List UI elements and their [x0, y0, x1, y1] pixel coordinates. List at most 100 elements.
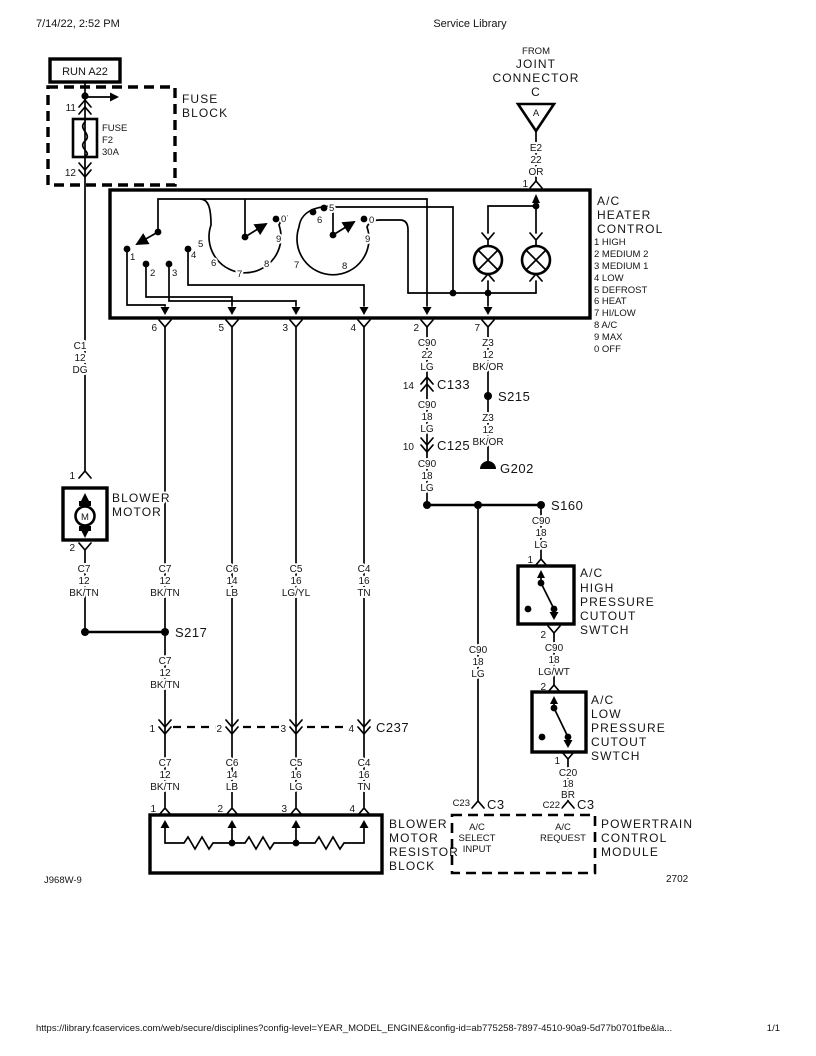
wire-label: LG	[471, 669, 485, 680]
wire-label: LG/WT	[538, 667, 570, 678]
junction-dot	[228, 839, 236, 847]
wire-label: LG	[420, 362, 434, 373]
pin-number: 12	[65, 168, 77, 179]
fan-contact-wires	[126, 251, 365, 307]
component-name: HEATER	[597, 208, 651, 222]
wire-label: 18	[472, 657, 484, 668]
pin-number: 4	[348, 724, 354, 735]
contact-dot	[550, 605, 558, 613]
wire-label: LG	[420, 424, 434, 435]
wire-label: C7	[159, 564, 172, 575]
legend-item: 7 HI/LOW	[594, 308, 636, 319]
pin-number: 10	[403, 442, 415, 453]
pin-number: 14	[403, 381, 415, 392]
wire-label: 12	[74, 353, 86, 364]
pin-arrow-icon	[359, 307, 369, 315]
pin-arrow-icon	[81, 530, 89, 538]
lamp-terminals	[481, 232, 495, 294]
contact-dot	[320, 204, 328, 212]
wire-label: LB	[226, 782, 239, 793]
contact-dot	[360, 215, 368, 223]
pin-number: 1	[149, 724, 155, 735]
fuse-block-outline	[46, 85, 177, 187]
wire-label: 22	[530, 155, 542, 166]
connector-chevron-icon	[529, 179, 543, 189]
ground-wire: Z3 12 BK/OR S215 Z3 12 BK/OR G202	[470, 326, 535, 478]
position-number: 7	[294, 260, 299, 271]
motor-brush	[79, 526, 91, 531]
splice-s217: S217	[81, 623, 209, 642]
pin-arrow-icon	[537, 570, 545, 578]
joint-connector-caption: JOINT	[516, 57, 556, 71]
legend-item: 9 MAX	[594, 332, 623, 343]
wire-label: C5	[290, 758, 303, 769]
legend-item: 5 DEFROST	[594, 285, 648, 296]
resistor-block: 1 2 3 4 BLOWER MOTOR RESISTOR BLOCK	[148, 802, 460, 875]
wire-label: OR	[529, 167, 544, 178]
connector-chevron-icon	[158, 319, 495, 329]
component-name: POWERTRAIN	[601, 817, 693, 831]
joint-connector-caption: FROM	[522, 46, 550, 57]
wire-label: 22	[421, 350, 433, 361]
wire-label: C4	[358, 564, 371, 575]
legend-item: 4 LOW	[594, 273, 624, 284]
wire-label: E2	[530, 143, 543, 154]
motor-brush	[79, 501, 91, 506]
component-name: BLOWER	[112, 491, 171, 505]
wire-label: 14	[226, 770, 238, 781]
ground-id: G202	[500, 461, 534, 476]
pcm: C23 C3 C22 C3 A/C SELECT INPUT A/C REQUE…	[451, 795, 694, 875]
pin-number: 1	[69, 471, 75, 482]
connector-id: C237	[376, 720, 409, 735]
print-header: 7/14/22, 2:52 PM Service Library	[34, 16, 509, 32]
position-number: 0	[281, 214, 286, 225]
pin-number: 1	[522, 179, 528, 190]
wire	[164, 326, 365, 808]
junction-dot	[532, 202, 540, 210]
pcm-input-label: A/C	[555, 822, 571, 833]
pin-arrow-icon	[227, 307, 237, 315]
resistor-block-outline	[148, 813, 384, 875]
splice-dot	[484, 392, 492, 400]
wire-c1-feed: C1 12 DG	[71, 81, 90, 472]
position-number: 6	[317, 215, 322, 226]
junction-dot	[484, 289, 492, 297]
pin-arrow-icon	[359, 820, 369, 828]
drawing-id: J968W-9	[44, 875, 82, 886]
triangle-letter: A	[533, 108, 540, 119]
contact-number: 1	[130, 252, 135, 263]
wiper-arm-icon	[332, 220, 356, 236]
lamp-feed-wire	[487, 201, 537, 234]
splice-id: S215	[498, 389, 530, 404]
pin-number: 1	[554, 756, 560, 767]
wire-label: LG	[289, 782, 303, 793]
pin-number: 4	[350, 323, 356, 334]
pin-number: 1	[150, 804, 156, 815]
connector-chevron-icon	[471, 799, 485, 809]
pcm-input-label: A/C	[469, 822, 485, 833]
footer-url: https://library.fcaservices.com/web/secu…	[36, 1023, 672, 1034]
pin-number: 1	[527, 555, 533, 566]
pin-arrow-icon	[563, 740, 573, 748]
fan-switch: 1 2 3 4	[123, 228, 365, 307]
wire-label: 18	[548, 655, 560, 666]
joint-connector-caption: C	[531, 85, 541, 99]
run-feed-label: RUN A22	[62, 66, 108, 78]
mode-switch-1-wires	[157, 198, 428, 307]
connector-chevron-icon	[78, 469, 92, 479]
wire-label: 12	[78, 576, 90, 587]
wire-label: C20	[559, 768, 578, 779]
wire-label: C90	[532, 516, 551, 527]
wire-label: 18	[562, 779, 574, 790]
connector-chevron-icon	[534, 557, 548, 567]
pin-arrow-icon	[291, 820, 301, 828]
splice-id: S217	[175, 625, 207, 640]
print-datetime: 7/14/22, 2:52 PM	[36, 18, 120, 30]
component-name: SWTCH	[591, 749, 641, 763]
position-number: 9	[276, 234, 281, 245]
wire-label: 18	[421, 412, 433, 423]
component-name: A/C	[591, 693, 614, 707]
pin-number: 3	[281, 804, 287, 815]
component-name: MOTOR	[389, 831, 439, 845]
wire-label: TN	[357, 782, 370, 793]
